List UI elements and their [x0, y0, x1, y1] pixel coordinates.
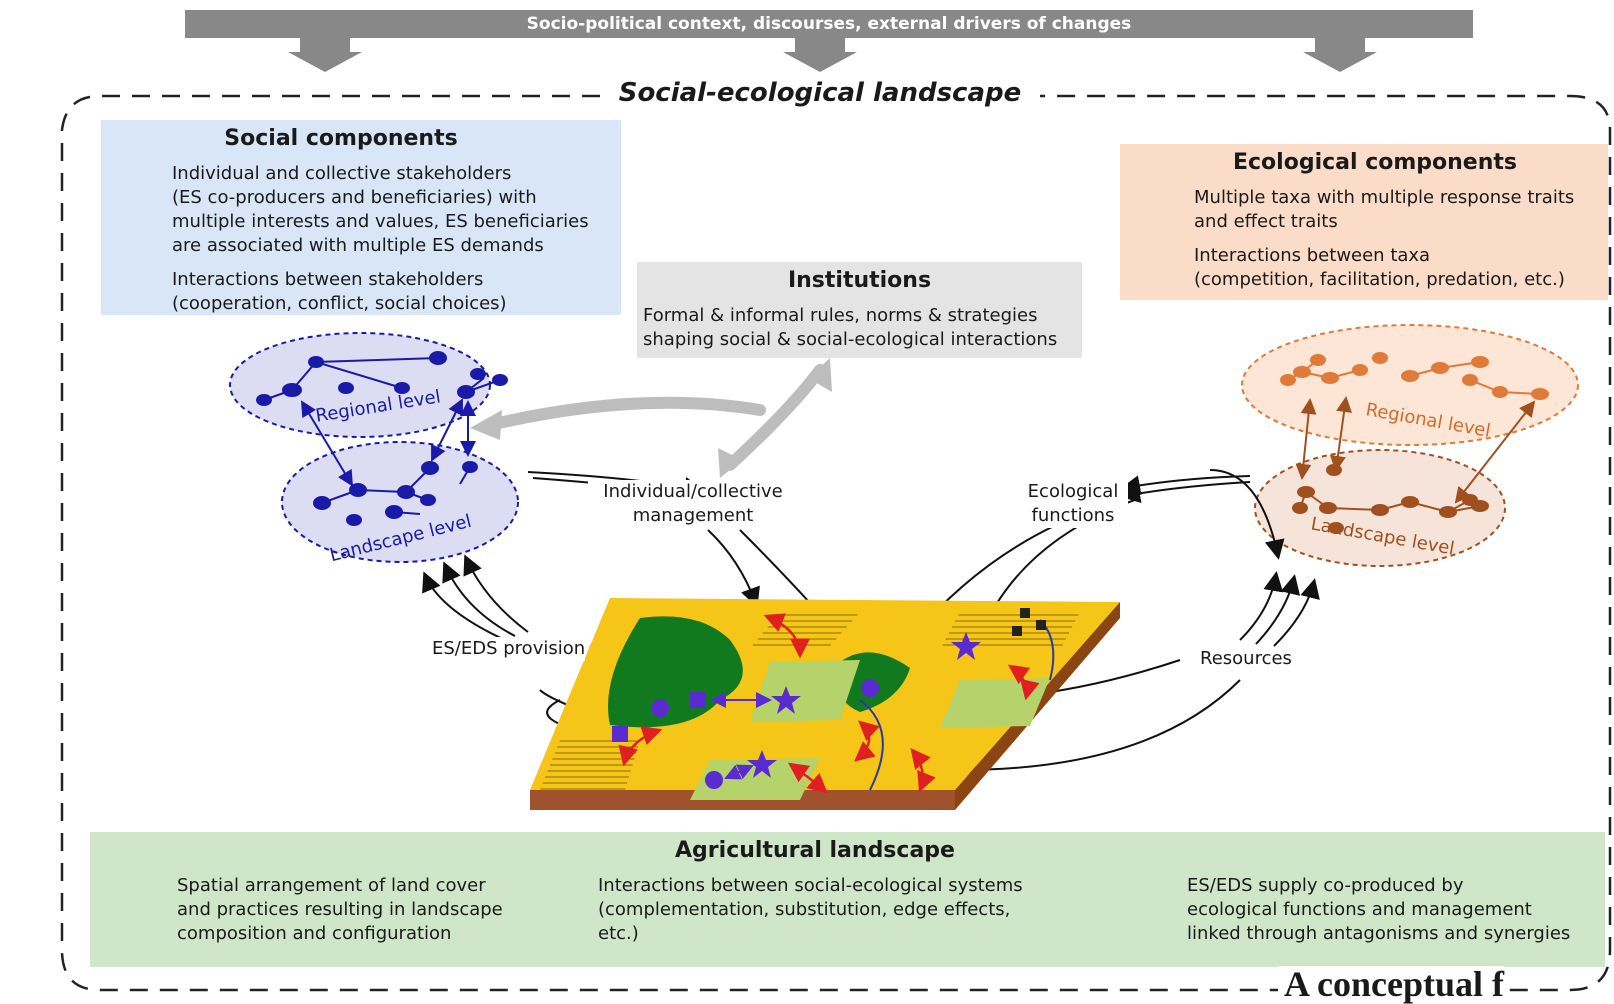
- social-interactions-line: (cooperation, conflict, social choices): [172, 293, 507, 314]
- context-arrows: [288, 38, 1377, 72]
- landscape-title: Social-ecological landscape: [600, 76, 1040, 110]
- social-stakeholders-line: are associated with multiple ES demands: [172, 235, 544, 256]
- institutions-title: Institutions: [787, 268, 932, 293]
- social-interactions-text: Interactions between stakeholders (coope…: [172, 268, 507, 316]
- eco-title: Ecological components: [1232, 150, 1517, 175]
- social-stakeholders-line: Individual and collective stakeholders: [172, 163, 512, 184]
- eco-taxa-line: Multiple taxa with multiple response tra…: [1194, 187, 1575, 208]
- context-bar: Socio-political context, discourses, ext…: [185, 10, 1473, 38]
- agri-interactions-line: etc.): [598, 923, 639, 944]
- eco-functions-label-line: functions: [1031, 505, 1115, 526]
- agricultural-landscape-panel: Agricultural landscape Spatial arrangeme…: [90, 832, 1605, 967]
- agri-spatial-text: Spatial arrangement of land cover and pr…: [177, 874, 503, 946]
- agri-supply-line: linked through antagonisms and synergies: [1187, 923, 1571, 944]
- eco-landscape-network: [1292, 396, 1536, 534]
- agri-interactions-text: Interactions between social-ecological s…: [598, 874, 1023, 946]
- institutions-panel: Institutions Formal & informal rules, no…: [637, 262, 1082, 358]
- agri-spatial-line: Spatial arrangement of land cover: [177, 875, 486, 896]
- supply-symbols: [612, 632, 981, 789]
- agri-block: [530, 598, 1120, 810]
- social-network: [256, 351, 508, 526]
- agri-spatial-line: composition and configuration: [177, 923, 452, 944]
- ecological-components-panel: Ecological components Multiple taxa with…: [1120, 144, 1608, 300]
- agri-interactions: [618, 613, 1040, 794]
- eco-taxa-text: Multiple taxa with multiple response tra…: [1194, 186, 1574, 234]
- agri-spatial-line: and practices resulting in landscape: [177, 899, 503, 920]
- social-stakeholders-line: multiple interests and values, ES benefi…: [172, 211, 589, 232]
- resources-label: Resources: [1200, 647, 1292, 671]
- eco-interactions-text: Interactions between taxa (competition, …: [1194, 244, 1565, 292]
- eco-taxa-line: and effect traits: [1194, 211, 1338, 232]
- eco-interactions-line: (competition, facilitation, predation, e…: [1194, 269, 1565, 290]
- agri-title: Agricultural landscape: [675, 838, 955, 863]
- institutions-line: Formal & informal rules, norms & strateg…: [643, 305, 1038, 326]
- agri-supply-line: ecological functions and management: [1187, 899, 1532, 920]
- eco-interactions-line: Interactions between taxa: [1194, 245, 1431, 266]
- provision-label: ES/EDS provision: [432, 637, 586, 661]
- agri-supply-line: ES/EDS supply co-produced by: [1187, 875, 1464, 896]
- social-stakeholders-text: Individual and collective stakeholders (…: [172, 162, 589, 258]
- social-components-panel: Social components Individual and collect…: [101, 120, 621, 315]
- eco-functions-label-line: Ecological: [1027, 481, 1119, 502]
- agri-interactions-line: Interactions between social-ecological s…: [598, 875, 1023, 896]
- management-label: Individual/collective management: [588, 480, 798, 528]
- social-title: Social components: [224, 126, 458, 151]
- agri-supply-text: ES/EDS supply co-produced by ecological …: [1187, 874, 1570, 946]
- figure-caption: A conceptual f: [1278, 966, 1504, 1002]
- institutions-text: Formal & informal rules, norms & strateg…: [643, 304, 1057, 352]
- eco-network: [1280, 352, 1549, 400]
- institutions-line: shaping social & social-ecological inter…: [643, 329, 1058, 350]
- management-label-line: management: [632, 505, 754, 526]
- management-label-line: Individual/collective: [603, 481, 783, 502]
- supply-links: [710, 692, 772, 780]
- social-interactions-line: Interactions between stakeholders: [172, 269, 484, 290]
- social-stakeholders-line: (ES co-producers and beneficiaries) with: [172, 187, 537, 208]
- agri-interactions-line: (complementation, substitution, edge eff…: [598, 899, 1011, 920]
- landscape-frame: [60, 94, 1612, 992]
- institutions-arrow: [484, 364, 826, 471]
- eco-functions-label: Ecological functions: [1018, 480, 1128, 528]
